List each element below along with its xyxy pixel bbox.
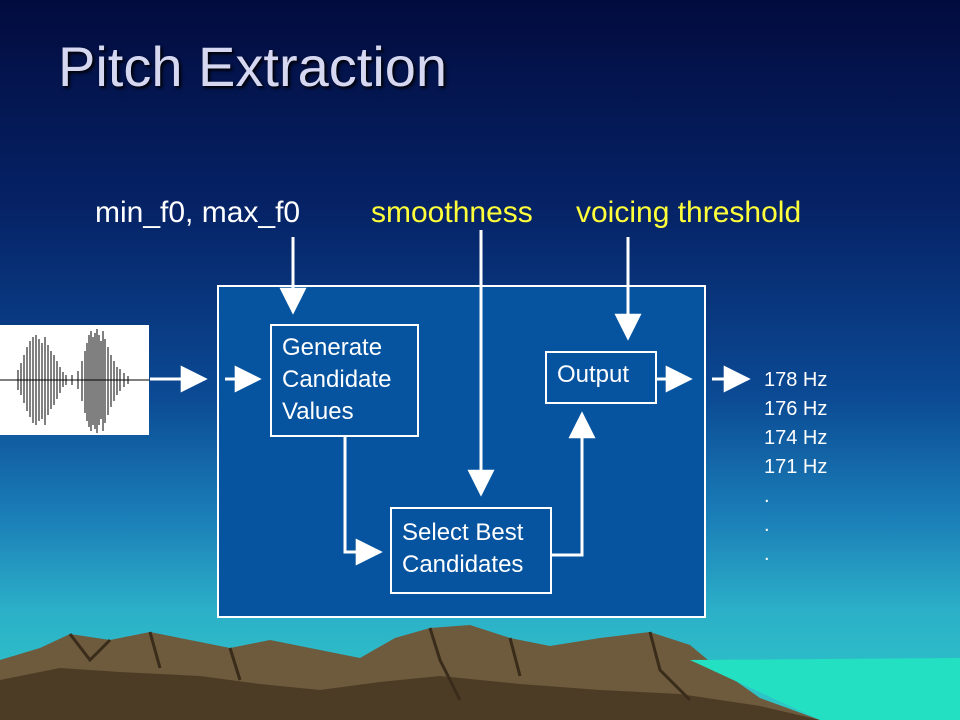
param-voicing-threshold: voicing threshold	[576, 196, 802, 229]
pitch-output-list: 178 Hz 176 Hz 174 Hz 171 Hz . . .	[764, 366, 827, 569]
param-smoothness: smoothness	[371, 196, 533, 229]
page-title: Pitch Extraction	[58, 35, 448, 98]
pitch-value: 174 Hz	[764, 427, 828, 449]
select-best-candidates-box: Select Best Candidates	[390, 507, 552, 594]
generate-candidates-box: Generate Candidate Values	[270, 324, 419, 437]
ellipsis-dot: .	[764, 543, 770, 565]
arrow-select-to-output	[552, 411, 596, 557]
pitch-value: 176 Hz	[764, 398, 828, 420]
param-f0-range: min_f0, max_f0	[95, 196, 301, 229]
pitch-value: 178 Hz	[764, 369, 828, 391]
generate-box-line-1: Generate	[282, 334, 383, 361]
generate-box-line-3: Values	[282, 398, 354, 425]
waveform-icon	[0, 329, 149, 433]
select-box-line-2: Candidates	[402, 551, 524, 578]
output-box: Output	[545, 351, 657, 404]
output-box-label: Output	[557, 361, 630, 388]
arrow-generate-to-select	[343, 437, 383, 566]
ellipsis-dot: .	[764, 514, 770, 536]
pitch-value: 171 Hz	[764, 456, 828, 478]
ellipsis-dot: .	[764, 485, 770, 507]
select-box-line-1: Select Best	[402, 519, 524, 546]
waveform-image	[0, 325, 149, 435]
generate-box-line-2: Candidate	[282, 366, 392, 393]
